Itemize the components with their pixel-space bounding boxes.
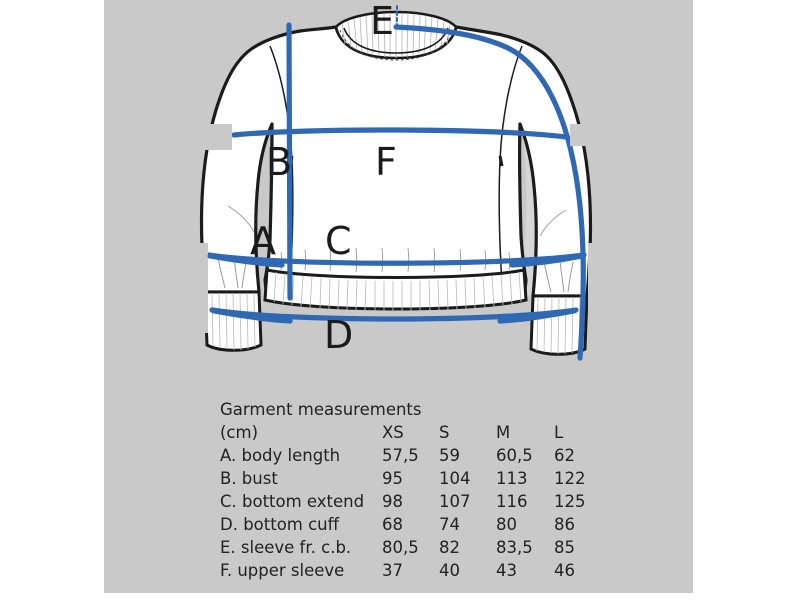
table-title: Garment measurements [220, 400, 422, 419]
measure-label-F: F [375, 140, 397, 184]
column-header-l: L [554, 423, 564, 442]
table-row: A. body length 57,5 59 60,5 62 [220, 444, 640, 467]
cell-e-s: 82 [439, 538, 460, 557]
column-header-s: S [439, 423, 450, 442]
cell-b-l: 122 [554, 469, 586, 488]
column-header-m: M [496, 423, 511, 442]
cell-e-m: 83,5 [496, 538, 533, 557]
sleeve-ease-lines [227, 205, 567, 237]
cell-a-xs: 57,5 [382, 446, 419, 465]
table-row: D. bottom cuff 68 74 80 86 [220, 513, 640, 536]
column-header-xs: XS [382, 423, 404, 442]
cell-e-l: 85 [554, 538, 575, 557]
illustration-artboard: A B C D E F Garment measurements (cm) XS… [104, 0, 693, 593]
table-row: F. upper sleeve 37 40 43 46 [220, 559, 640, 582]
cell-d-s: 74 [439, 515, 460, 534]
measure-label-A: A [250, 219, 276, 263]
measure-line-C [205, 252, 587, 266]
bottom-hem-ribbing [263, 247, 528, 312]
measure-label-B: B [266, 140, 293, 184]
table-row: B. bust 95 104 113 122 [220, 467, 640, 490]
row-label-a: A. body length [220, 446, 341, 465]
cell-f-m: 43 [496, 561, 517, 580]
measure-line-E [393, 24, 586, 361]
row-label-b: B. bust [220, 469, 278, 488]
cell-b-m: 113 [496, 469, 528, 488]
cell-b-s: 104 [439, 469, 471, 488]
cell-a-m: 60,5 [496, 446, 533, 465]
measure-line-A [286, 22, 293, 301]
table-row: E. sleeve fr. c.b. 80,5 82 83,5 85 [220, 536, 640, 559]
garment-illustration [104, 5, 693, 361]
table-row: C. bottom extend 98 107 116 125 [220, 490, 640, 513]
cell-c-xs: 98 [382, 492, 403, 511]
row-label-e: E. sleeve fr. c.b. [220, 538, 352, 557]
cell-f-l: 46 [554, 561, 575, 580]
cell-a-l: 62 [554, 446, 575, 465]
measure-label-D: D [324, 313, 354, 357]
cell-c-m: 116 [496, 492, 528, 511]
table-header-row: (cm) XS S M L [220, 421, 640, 444]
measurement-line-masks [104, 124, 693, 333]
row-label-f: F. upper sleeve [220, 561, 345, 580]
cell-c-l: 125 [554, 492, 586, 511]
cell-b-xs: 95 [382, 469, 403, 488]
row-label-c: C. bottom extend [220, 492, 365, 511]
measure-label-E: E [370, 0, 395, 43]
measurement-line-endcaps [207, 253, 585, 324]
cell-e-xs: 80,5 [382, 538, 419, 557]
cell-f-s: 40 [439, 561, 460, 580]
cell-f-xs: 37 [382, 561, 403, 580]
cell-a-s: 59 [439, 446, 460, 465]
unit-label: (cm) [220, 423, 259, 442]
measure-label-C: C [325, 219, 352, 263]
left-cuff-ribbing [203, 255, 263, 352]
neck-ribbing [334, 10, 458, 61]
cell-c-s: 107 [439, 492, 471, 511]
cell-d-xs: 68 [382, 515, 403, 534]
cell-d-l: 86 [554, 515, 575, 534]
cell-d-m: 80 [496, 515, 517, 534]
measure-line-B [231, 127, 569, 140]
row-label-d: D. bottom cuff [220, 515, 340, 534]
